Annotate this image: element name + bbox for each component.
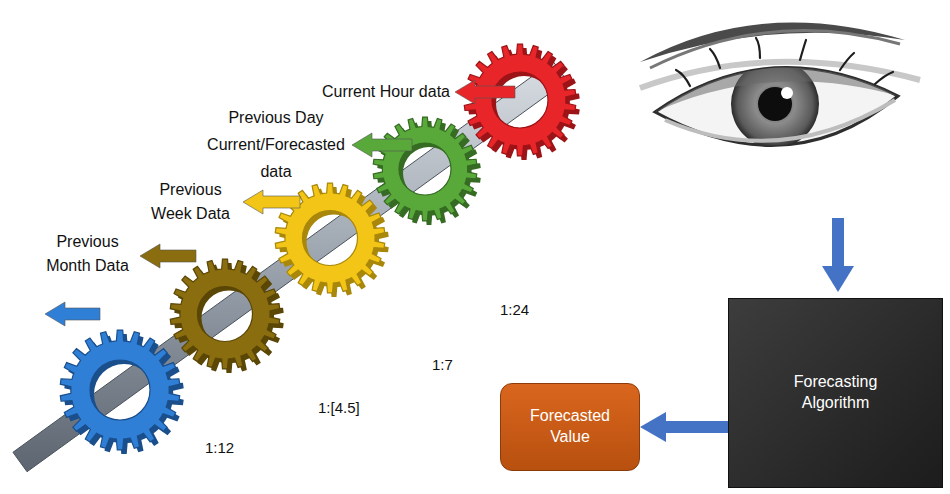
arrow-shaft xyxy=(832,218,844,268)
node-text: Forecasting Algorithm xyxy=(771,372,901,414)
pointer-arrow xyxy=(140,244,196,268)
eyelash xyxy=(840,53,854,70)
eyelashes xyxy=(676,38,893,86)
eyelash xyxy=(875,72,893,84)
eye-illustration xyxy=(640,22,920,148)
node-text: Forecasted Value xyxy=(515,406,625,448)
gear xyxy=(170,259,283,373)
eye-to-algorithm-arrow xyxy=(822,218,854,292)
output-box: Forecasted Value xyxy=(500,383,640,471)
pointer-arrow xyxy=(243,190,300,214)
process-box: Forecasting Algorithm xyxy=(728,298,943,488)
pupil xyxy=(758,87,792,121)
data-source-label: Current Hour data xyxy=(290,81,450,103)
gear-ratio: 1:7 xyxy=(432,355,492,375)
gear-face xyxy=(170,259,279,369)
data-source-label: Previous Day Current/Forecasted data xyxy=(205,104,347,185)
eyelash xyxy=(756,38,760,58)
gear-face xyxy=(373,117,477,221)
lower-lid xyxy=(665,100,895,141)
gear xyxy=(60,330,183,454)
pointer-arrow xyxy=(352,133,412,157)
flow-arrow xyxy=(666,421,728,433)
data-source-label: Previous Month Data xyxy=(40,230,135,278)
pointer-arrow xyxy=(455,80,515,104)
gear-face xyxy=(464,44,575,156)
gear-ratio: 1:24 xyxy=(500,300,560,320)
pointer-arrow xyxy=(45,302,100,326)
eye-highlight xyxy=(781,87,793,99)
arrow-head xyxy=(822,266,854,292)
gear-ratio: 1:12 xyxy=(205,438,265,458)
eyelash xyxy=(676,70,690,86)
gear xyxy=(464,44,579,160)
gear-face xyxy=(60,330,179,450)
label-arrows xyxy=(45,80,515,326)
data-source-label: Previous Week Data xyxy=(143,178,238,226)
gear xyxy=(373,117,481,225)
gear-ratio: 1:[4.5] xyxy=(318,398,388,418)
eyelash xyxy=(710,49,720,68)
eyelash xyxy=(800,40,806,60)
eyeball xyxy=(655,60,898,148)
lid-shadow xyxy=(655,68,898,112)
